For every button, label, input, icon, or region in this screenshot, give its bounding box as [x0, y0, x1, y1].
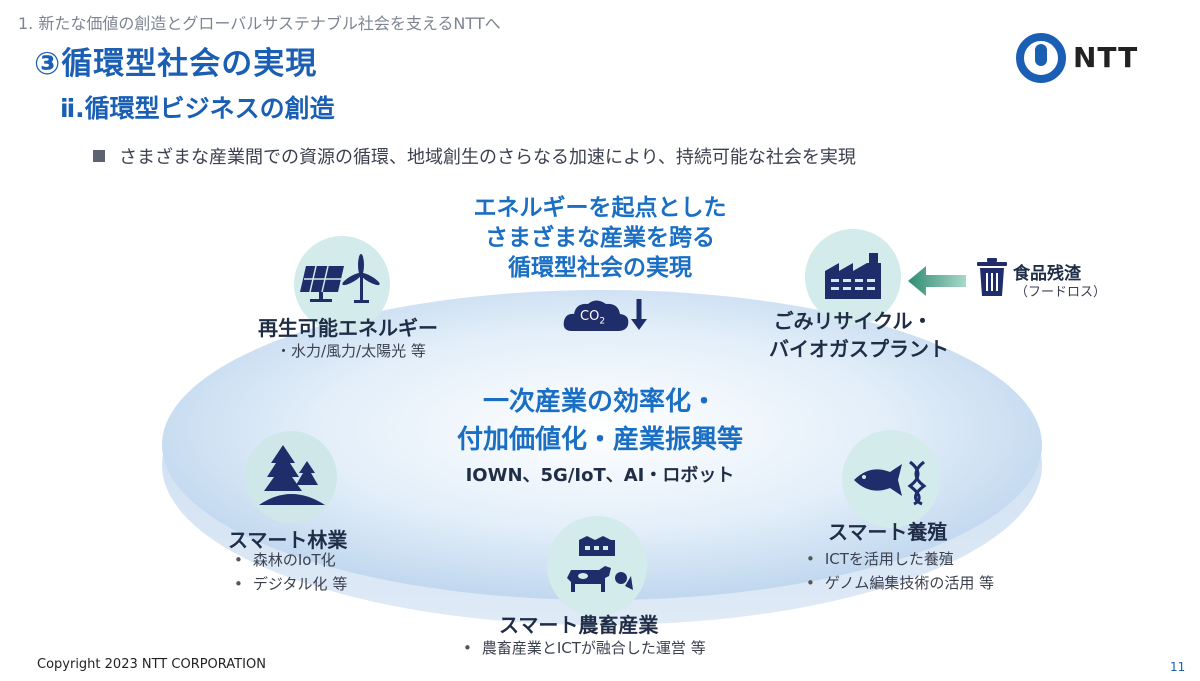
aquaculture-circle — [842, 430, 940, 528]
renewable-energy-detail: ・水力/風力/太陽光 等 — [276, 342, 426, 360]
solar-wind-icon — [300, 254, 380, 303]
copyright: Copyright 2023 NTT CORPORATION — [37, 657, 266, 672]
technology-list: IOWN、5G/IoT、AI・ロボット — [465, 465, 735, 486]
co2-subscript: 2 — [599, 316, 606, 327]
inflow-arrow-icon — [908, 266, 966, 296]
aquaculture-label: スマート養殖 — [828, 520, 948, 544]
center-headline-line-1: エネルギーを起点とした — [473, 195, 727, 221]
center-headline: エネルギーを起点とした さまざまな産業を跨る 循環型社会の実現 — [380, 193, 820, 283]
recycle-plant-label: ごみリサイクル・ バイオガスプラント — [769, 307, 949, 363]
recycle-plant-label-line-1: ごみリサイクル・ — [773, 309, 933, 333]
center-main-line-1: 一次産業の効率化・ — [482, 387, 717, 417]
aquaculture-items: ICTを活用した養殖 ゲノム編集技術の活用 等 — [806, 547, 994, 595]
recycle-plant-label-line-2: バイオガスプラント — [769, 337, 949, 361]
renewable-energy-circle — [294, 236, 390, 332]
renewable-energy-label: 再生可能エネルギー — [258, 316, 438, 340]
page-title: ③循環型社会の実現 — [34, 46, 318, 82]
forestry-item: デジタル化 等 — [234, 572, 347, 596]
forestry-item: 森林のIoT化 — [234, 548, 347, 572]
platform-ellipse — [162, 290, 1042, 625]
ntt-logo: NTT — [1015, 32, 1150, 86]
summary-bullet: さまざまな産業間での資源の循環、地域創生のさらなる加速により、持続可能な社会を実… — [93, 143, 856, 169]
forestry-circle — [245, 431, 337, 523]
farm-cow-vegetable-icon — [567, 536, 633, 592]
center-headline-line-2: さまざまな産業を跨る — [485, 225, 715, 251]
food-waste-label: 食品残渣 — [1013, 264, 1081, 284]
recycle-plant-circle — [805, 229, 901, 325]
co2-label: CO2 — [580, 309, 605, 327]
livestock-item: 農畜産業とICTが融合した運営 等 — [463, 636, 706, 660]
livestock-items: 農畜産業とICTが融合した運営 等 — [463, 636, 706, 660]
forest-icon — [259, 445, 325, 505]
co2-base: CO — [580, 309, 600, 324]
forestry-items: 森林のIoT化 デジタル化 等 — [234, 548, 347, 596]
center-headline-line-3: 循環型社会の実現 — [508, 255, 692, 281]
section-heading: 1. 新たな価値の創造とグローバルサステナブル社会を支えるNTTへ — [18, 14, 501, 33]
aquaculture-item: ICTを活用した養殖 — [806, 547, 994, 571]
aquaculture-item: ゲノム編集技術の活用 等 — [806, 571, 994, 595]
co2-indicator: CO2 — [562, 297, 652, 339]
bullet-square-icon — [93, 150, 105, 162]
ntt-logo-mark-icon — [1016, 33, 1066, 83]
page-number: 11 — [1170, 660, 1186, 674]
food-waste-detail: （フードロス） — [1015, 285, 1107, 300]
page-subtitle: ⅱ.循環型ビジネスの創造 — [60, 94, 335, 123]
center-main-message: 一次産業の効率化・ 付加価値化・産業振興等 — [350, 383, 850, 459]
center-main-line-2: 付加価値化・産業振興等 — [456, 425, 743, 455]
co2-cloud-icon — [563, 299, 647, 331]
summary-text: さまざまな産業間での資源の循環、地域創生のさらなる加速により、持続可能な社会を実… — [119, 147, 856, 168]
livestock-label: スマート農畜産業 — [499, 613, 659, 637]
livestock-circle — [547, 516, 647, 616]
fish-dna-icon — [854, 460, 927, 506]
logo-wordmark: NTT — [1073, 41, 1139, 74]
factory-icon — [825, 253, 881, 299]
trash-bin-icon — [977, 258, 1007, 296]
